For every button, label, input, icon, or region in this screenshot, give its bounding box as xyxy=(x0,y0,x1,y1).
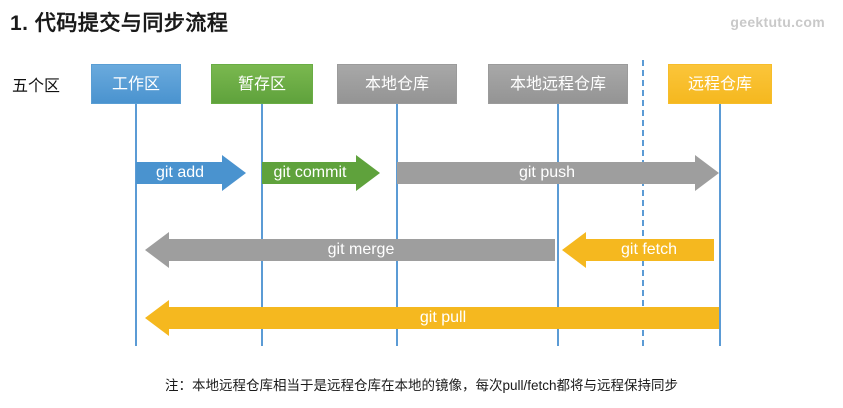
lane-box-label: 本地仓库 xyxy=(364,76,429,93)
lane-line-3 xyxy=(557,104,559,346)
lane-line-0 xyxy=(135,104,137,346)
lane-box-4[interactable]: 远程仓库 xyxy=(668,64,772,104)
zones-row-label: 五个区 xyxy=(12,78,61,95)
local-remote-boundary-line xyxy=(642,60,644,346)
lane-box-0[interactable]: 工作区 xyxy=(91,64,181,104)
arrow-git-commit[interactable]: git commit xyxy=(262,155,380,191)
lane-box-label: 工作区 xyxy=(111,76,160,93)
arrow-shape-icon xyxy=(397,155,719,191)
arrow-shape-icon xyxy=(136,155,246,191)
lane-box-label: 本地远程仓库 xyxy=(509,76,606,93)
lane-box-3[interactable]: 本地远程仓库 xyxy=(488,64,628,104)
watermark-label: geektutu.com xyxy=(730,14,825,30)
lane-box-label: 暂存区 xyxy=(237,76,286,93)
lane-line-1 xyxy=(261,104,263,346)
arrow-git-fetch[interactable]: git fetch xyxy=(562,232,714,268)
arrow-git-merge[interactable]: git merge xyxy=(145,232,555,268)
arrow-shape-icon xyxy=(145,300,719,336)
arrow-git-pull[interactable]: git pull xyxy=(145,300,719,336)
arrow-shape-icon xyxy=(145,232,555,268)
lane-line-2 xyxy=(396,104,398,346)
lane-line-4 xyxy=(719,104,721,346)
lane-box-label: 远程仓库 xyxy=(687,76,752,93)
arrow-git-push[interactable]: git push xyxy=(397,155,719,191)
arrow-shape-icon xyxy=(262,155,380,191)
page-title: 1. 代码提交与同步流程 xyxy=(10,12,229,35)
footnote-text: 注：本地远程仓库相当于是远程仓库在本地的镜像，每次pull/fetch都将与远程… xyxy=(164,378,679,393)
arrow-shape-icon xyxy=(562,232,714,268)
lane-box-2[interactable]: 本地仓库 xyxy=(337,64,457,104)
arrow-git-add[interactable]: git add xyxy=(136,155,246,191)
lane-box-1[interactable]: 暂存区 xyxy=(211,64,313,104)
